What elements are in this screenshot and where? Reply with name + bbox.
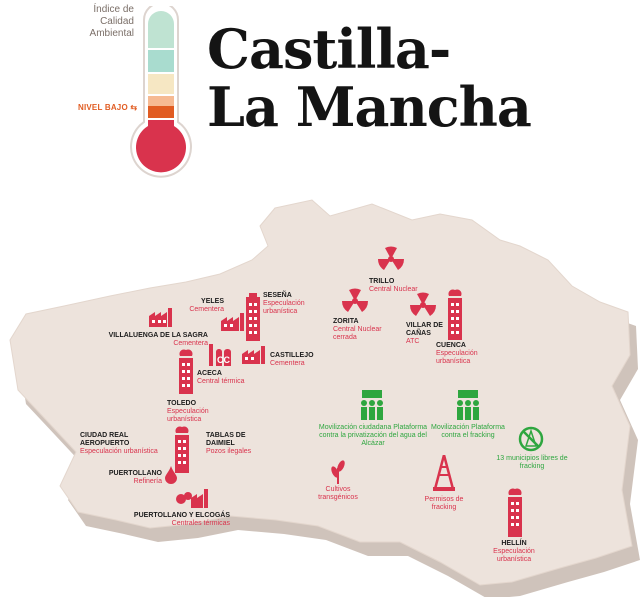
location-desc: ATC: [406, 338, 420, 345]
location-name: YELES: [201, 298, 224, 305]
location-name: CUENCA: [436, 342, 466, 349]
location-desc: Pozos ilegales: [206, 448, 252, 455]
legend-caption: Índice de Calidad Ambiental: [62, 4, 134, 40]
level-indicator: NIVEL BAJO ⇆: [78, 103, 137, 112]
positive-free-municipalities: 13 municipios libres de fracking: [496, 455, 568, 470]
buildings-icon: [246, 293, 260, 341]
power-plant-icon: CC: [209, 344, 231, 366]
legend-caption-line1: Índice de: [93, 4, 134, 15]
nuclear-icon: [341, 288, 369, 312]
location-name: CIUDAD REAL AEROPUERTO: [80, 432, 130, 447]
location-hellin: HELLÍN Especulación urbanística: [484, 540, 544, 564]
location-desc: Especulación urbanística: [436, 350, 478, 365]
title-line1: Castilla-: [207, 17, 451, 81]
location-trillo: TRILLO Central Nuclear: [369, 278, 429, 294]
location-desc: Cementera: [173, 340, 208, 347]
location-desc: Especulación urbanística: [167, 408, 209, 423]
buildings-icon: [448, 289, 462, 340]
factory-icon: [149, 308, 172, 327]
location-yeles: YELES Cementera: [176, 298, 224, 314]
location-desc: Refinería: [133, 478, 162, 485]
location-puertollano: PUERTOLLANO Refinería: [100, 470, 162, 486]
location-desc: Central Nuclear: [369, 286, 418, 293]
location-puertollano-elcogas: PUERTOLLANO Y ELCOGÁS Centrales térmicas: [118, 512, 230, 528]
gmo-plant-icon: [331, 460, 345, 484]
location-desc: Cementera: [270, 360, 305, 367]
double-arrow-icon: ⇆: [130, 103, 138, 112]
location-aceca: ACECA Central térmica: [197, 370, 257, 386]
factory-icon: [242, 346, 265, 364]
issue-gmo: Cultivos transgénicos: [318, 486, 358, 501]
location-name: PUERTOLLANO Y ELCOGÁS: [133, 512, 230, 519]
location-zorita: ZORITA Central Nuclear cerrada: [333, 318, 383, 342]
buildings-icon: [179, 349, 193, 394]
location-desc: Cementera: [189, 306, 224, 313]
thermometer-icon: [130, 6, 192, 178]
title-line2: La Mancha: [207, 75, 532, 139]
location-villar-de-canas: VILLAR DE CAÑAS ATC: [406, 322, 444, 346]
location-name: TOLEDO: [167, 400, 197, 407]
location-name: ZORITA: [333, 318, 359, 325]
region-title: Castilla- La Mancha: [207, 17, 532, 139]
factory-icon: [176, 489, 208, 508]
location-desc: Centrales térmicas: [171, 520, 230, 527]
location-cuenca: CUENCA Especulación urbanística: [436, 342, 486, 366]
location-name: PUERTOLLANO: [108, 470, 162, 477]
no-fracking-icon: [518, 426, 544, 452]
location-name: SESEÑA: [263, 292, 292, 299]
location-name: HELLÍN: [501, 540, 527, 547]
location-name: VILLALUENGA DE LA SAGRA: [108, 332, 208, 339]
location-name: TRILLO: [369, 278, 395, 285]
location-villaluenga: VILLALUENGA DE LA SAGRA Cementera: [100, 332, 208, 348]
fracking-rig-icon: [433, 455, 455, 491]
location-desc: Especulación urbanística: [493, 548, 535, 563]
location-desc: Central térmica: [197, 378, 245, 385]
positive-fracking-protest: Movilización Plataforma contra el fracki…: [431, 424, 505, 439]
nuclear-icon: [377, 246, 405, 270]
buildings-icon: [508, 488, 522, 537]
protest-icon: [361, 390, 383, 420]
level-label: NIVEL BAJO: [78, 103, 128, 112]
location-desc: Especulación urbanística: [80, 448, 158, 455]
location-name: CASTILLEJO: [270, 352, 314, 359]
location-ciudad-real: CIUDAD REAL AEROPUERTO Especulación urba…: [80, 432, 170, 456]
location-sesena: SESEÑA Especulación urbanística: [263, 292, 323, 316]
location-daimiel: TABLAS DE DAIMIEL Pozos ilegales: [206, 432, 258, 456]
nuclear-icon: [409, 292, 437, 316]
location-castillejo: CASTILLEJO Cementera: [270, 352, 330, 368]
svg-text:CC: CC: [217, 355, 230, 365]
positive-water-protest: Movilización ciudadana Plataforma contra…: [318, 424, 428, 447]
factory-icon: [221, 313, 244, 331]
issue-fracking: Permisos de fracking: [424, 496, 464, 511]
legend-caption-line3: Ambiental: [89, 28, 134, 39]
protest-icon: [457, 390, 479, 420]
legend-caption-line2: Calidad: [100, 16, 134, 27]
buildings-icon: [175, 426, 189, 473]
location-name: ACECA: [197, 370, 222, 377]
oil-drop-icon: [165, 466, 177, 484]
location-name: VILLAR DE CAÑAS: [406, 322, 443, 337]
region-map: [9, 199, 640, 597]
location-desc: Especulación urbanística: [263, 300, 305, 315]
location-name: TABLAS DE DAIMIEL: [206, 432, 246, 447]
location-toledo: TOLEDO Especulación urbanística: [167, 400, 217, 424]
location-desc: Central Nuclear cerrada: [333, 326, 382, 341]
